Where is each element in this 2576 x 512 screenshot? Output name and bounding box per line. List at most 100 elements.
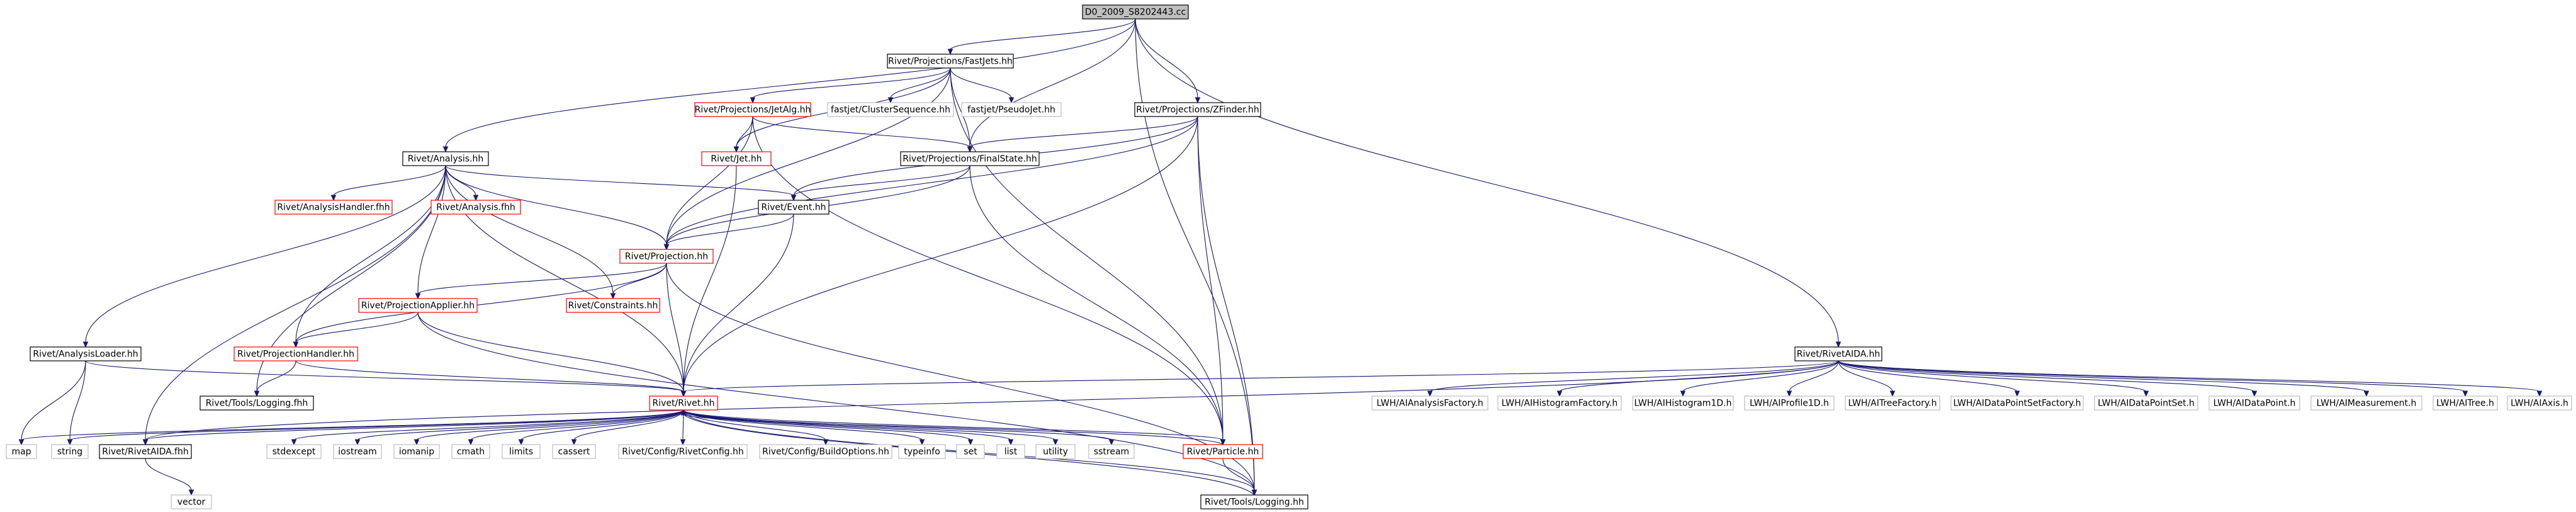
- node-box: [171, 494, 212, 509]
- node-label: LWH/AIDataPoint.h: [2213, 399, 2296, 409]
- edge-line: [683, 116, 1198, 392]
- edge-finalstate-to-event: [790, 165, 970, 202]
- arrowhead-icon: [680, 439, 686, 446]
- edge-line: [683, 409, 1223, 441]
- node-box: [827, 102, 954, 117]
- edge-fastjets-to-pseudojet: [950, 67, 1015, 104]
- node-box: [566, 298, 660, 313]
- node-box: [996, 444, 1025, 459]
- node-vector: vector: [171, 494, 212, 509]
- edge-line: [969, 165, 1223, 441]
- node-box: [1088, 444, 1135, 459]
- edge-line: [666, 263, 684, 392]
- edge-particle-to-logginghh: [1222, 458, 1257, 496]
- node-jet[interactable]: Rivet/Jet.hh: [701, 151, 772, 166]
- node-analysisloader[interactable]: Rivet/AnalysisLoader.hh: [30, 346, 142, 361]
- arrowhead-icon: [82, 341, 89, 348]
- node-analysishandlerfhh[interactable]: Rivet/AnalysisHandler.fhh: [274, 200, 393, 215]
- node-zfinder[interactable]: Rivet/Projections/ZFinder.hh: [1134, 102, 1261, 117]
- node-jetalg[interactable]: Rivet/Projections/JetAlg.hh: [694, 102, 811, 117]
- node-box: [1744, 395, 1835, 411]
- node-label: sstream: [1094, 447, 1129, 457]
- node-finalstate[interactable]: Rivet/Projections/FinalState.hh: [900, 151, 1040, 166]
- edge-line: [752, 116, 1223, 441]
- node-box: [1497, 395, 1622, 411]
- node-loggingfhh[interactable]: Rivet/Tools/Logging.fhh: [200, 395, 314, 411]
- edge-rivetaida-to-rivethh: [680, 360, 1839, 397]
- arrowhead-icon: [2363, 390, 2370, 397]
- node-projhandler[interactable]: Rivet/ProjectionHandler.hh: [233, 346, 358, 361]
- edge-line: [416, 409, 684, 441]
- edge-line: [666, 213, 794, 246]
- arrowhead-icon: [1220, 439, 1226, 446]
- edge-layer: [18, 18, 2543, 496]
- node-label: Rivet/Projections/FastJets.hh: [888, 57, 1013, 67]
- edge-line: [683, 414, 1223, 445]
- edge-analysis-to-constraints: [445, 165, 616, 300]
- node-cassert: cassert: [552, 444, 596, 459]
- node-rivethh[interactable]: Rivet/Rivet.hh: [649, 395, 718, 411]
- node-box: [1134, 102, 1261, 117]
- node-constraints[interactable]: Rivet/Constraints.hh: [566, 298, 660, 313]
- node-analysisfhh[interactable]: Rivet/Analysis.fhh: [430, 200, 521, 215]
- node-box: [2094, 395, 2198, 411]
- node-box: [1183, 444, 1263, 459]
- edge-line: [1135, 18, 1198, 99]
- node-lwh8: LWH/AIDataPoint.h: [2208, 395, 2300, 411]
- arrowhead-icon: [967, 439, 974, 446]
- node-label: limits: [509, 447, 533, 457]
- node-label: Rivet/Projections/JetAlg.hh: [695, 105, 811, 115]
- node-box: [99, 444, 192, 459]
- node-box: [619, 249, 714, 264]
- arrowhead-icon: [733, 146, 740, 153]
- node-label: utility: [1043, 447, 1068, 457]
- edge-line: [969, 18, 1136, 148]
- node-fastjets[interactable]: Rivet/Projections/FastJets.hh: [887, 54, 1014, 69]
- edge-rivetaidafhh-to-vector: [145, 458, 194, 496]
- node-label: iomanip: [399, 447, 434, 457]
- node-label: cmath: [457, 447, 485, 457]
- node-box: [430, 200, 521, 215]
- edge-line: [683, 360, 1839, 392]
- edge-rivethh-to-cassert: [571, 409, 684, 446]
- node-label: Rivet/Constraints.hh: [568, 301, 658, 311]
- node-box: [758, 200, 830, 215]
- arrowhead-icon: [1835, 341, 1842, 348]
- edge-line: [445, 165, 476, 196]
- edge-line: [1682, 360, 1839, 392]
- edge-line: [145, 409, 684, 441]
- node-root[interactable]: D0_2009_S8202443.cc: [1082, 4, 1189, 20]
- node-particle[interactable]: Rivet/Particle.hh: [1183, 444, 1263, 459]
- node-box: [274, 200, 393, 215]
- edge-rivetaida-to-lwh9: [1838, 360, 2370, 397]
- node-projection[interactable]: Rivet/Projection.hh: [619, 249, 714, 264]
- edge-line: [1222, 458, 1255, 491]
- node-rivetaidafhh[interactable]: Rivet/RivetAIDA.fhh: [99, 444, 192, 459]
- edge-rivetaida-to-lwh6: [1838, 360, 2020, 397]
- node-label: Rivet/Jet.hh: [711, 154, 762, 164]
- edge-rivethh-to-set: [683, 409, 974, 446]
- edge-line: [333, 165, 446, 196]
- edge-line: [1838, 360, 2540, 392]
- arrowhead-icon: [1052, 439, 1059, 446]
- node-label: Rivet/Analysis.hh: [408, 154, 484, 164]
- node-cmath: cmath: [451, 444, 490, 459]
- node-projapplier[interactable]: Rivet/ProjectionApplier.hh: [358, 298, 478, 313]
- node-analysis[interactable]: Rivet/Analysis.hh: [402, 151, 489, 166]
- node-label: vector: [177, 498, 206, 508]
- arrowhead-icon: [919, 439, 925, 446]
- arrowhead-icon: [1008, 97, 1015, 104]
- edge-line: [21, 360, 86, 441]
- edge-rivethh-to-utility: [683, 409, 1059, 446]
- edge-root-to-zfinder: [1135, 18, 1201, 104]
- node-event[interactable]: Rivet/Event.hh: [758, 200, 830, 215]
- node-logginghh[interactable]: Rivet/Tools/Logging.hh: [1200, 494, 1308, 509]
- arrowhead-icon: [2536, 390, 2543, 397]
- edge-line: [1838, 360, 2018, 392]
- edge-line: [683, 409, 1011, 441]
- node-rivetaida[interactable]: Rivet/RivetAIDA.hh: [1794, 346, 1882, 361]
- node-lwh5: LWH/AITreeFactory.h: [1845, 395, 1940, 411]
- edge-projhandler-to-rivethh: [295, 360, 687, 397]
- edge-root-to-fastjets: [947, 18, 1136, 55]
- arrowhead-icon: [293, 341, 299, 348]
